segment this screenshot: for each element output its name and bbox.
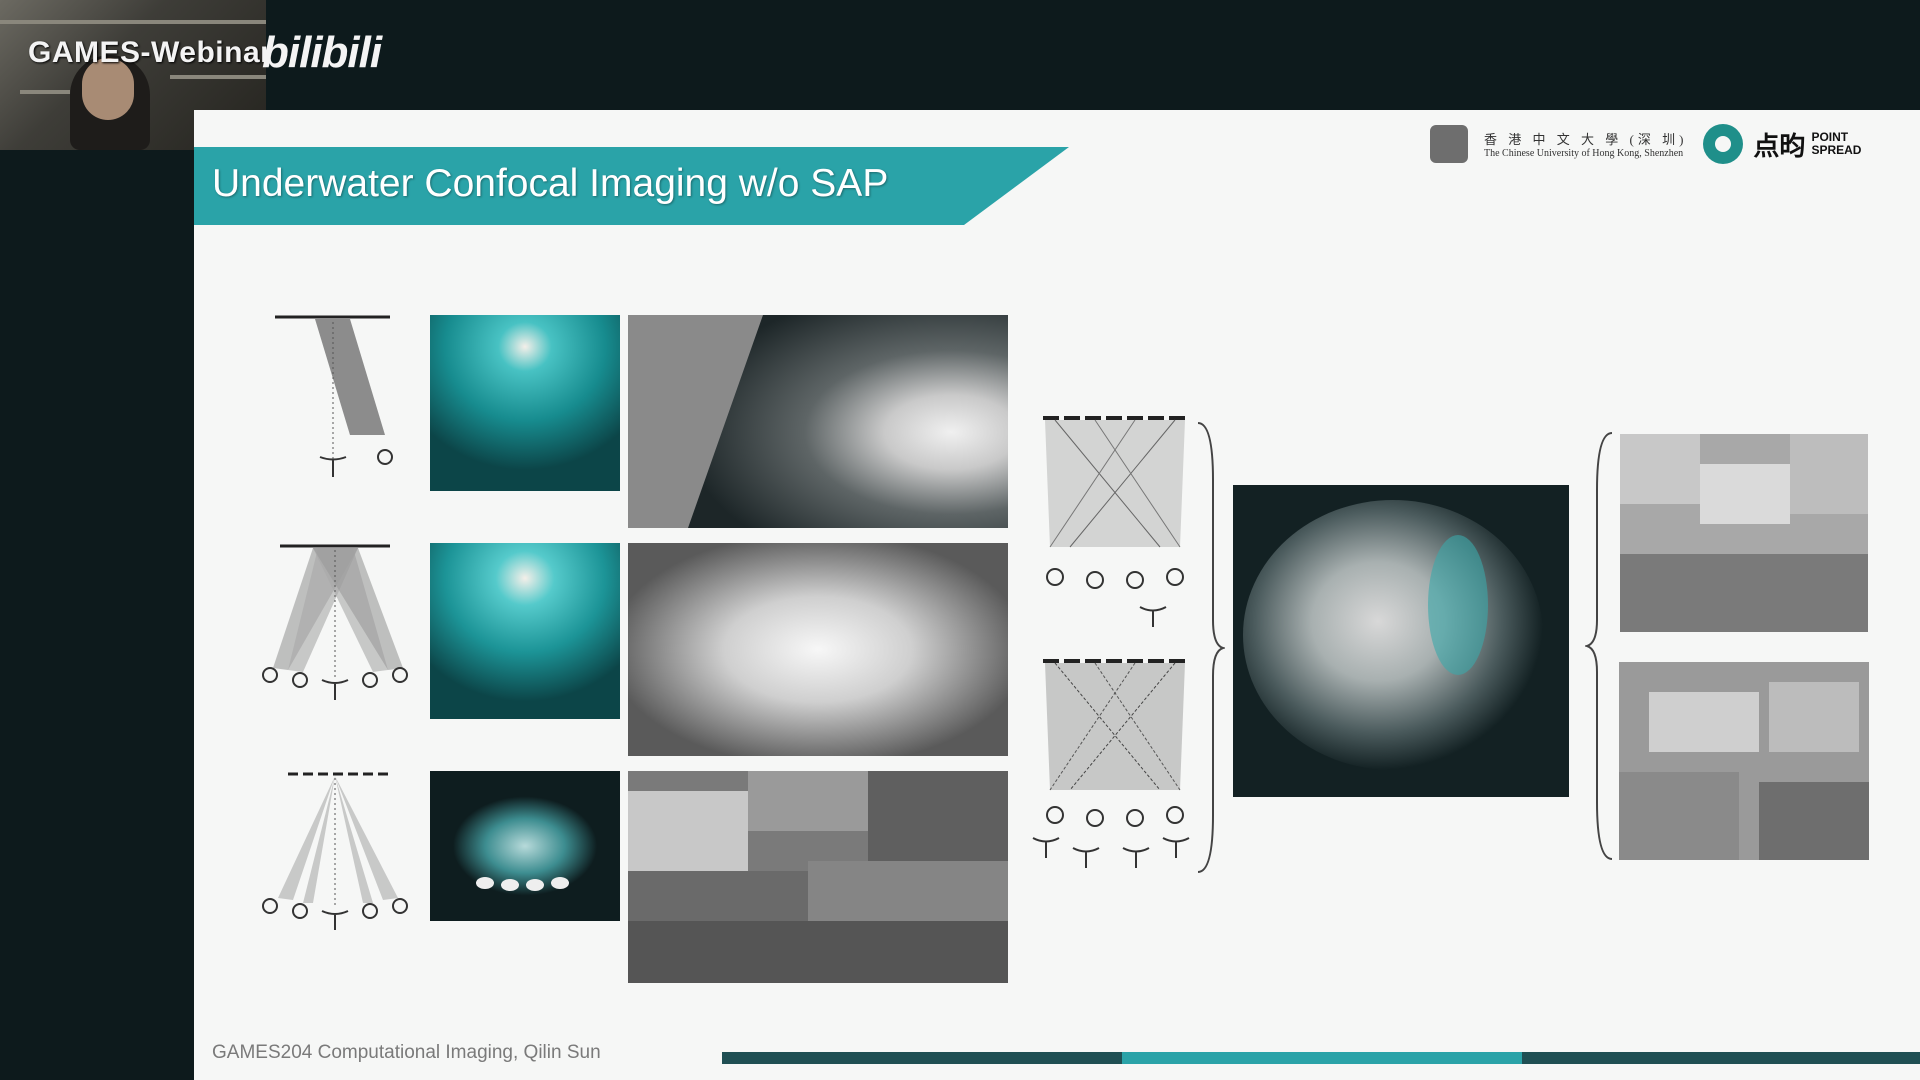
logo-group: 香 港 中 文 大 學 (深 圳) The Chinese University… xyxy=(1430,122,1861,166)
diagram-confocal xyxy=(262,772,408,930)
footer-bar-1 xyxy=(722,1052,1122,1064)
diagram-single-view xyxy=(275,315,393,477)
image-teal-single xyxy=(430,315,620,491)
slide-footer: GAMES204 Computational Imaging, Qilin Su… xyxy=(212,1042,601,1063)
webcam-feed xyxy=(0,0,266,150)
cuhk-name-cn: 香 港 中 文 大 學 (深 圳) xyxy=(1484,132,1688,147)
image-output-top xyxy=(1620,434,1868,632)
image-result-confocal xyxy=(628,771,1008,983)
video-left-bar xyxy=(0,110,194,1080)
brace-right xyxy=(1585,432,1613,860)
diagram-multi-view xyxy=(262,544,408,700)
pointspread-word-1: POINT xyxy=(1811,130,1849,144)
pointspread-name-cn: 点昀 xyxy=(1753,130,1806,161)
bilibili-logo: bilibili xyxy=(262,28,382,77)
diagram-array-top xyxy=(1043,416,1185,627)
image-teal-confocal xyxy=(430,771,620,921)
slide-title: Underwater Confocal Imaging w/o SAP xyxy=(212,162,889,205)
image-result-single xyxy=(628,315,1008,528)
cuhk-logo: 香 港 中 文 大 學 (深 圳) The Chinese University… xyxy=(1484,129,1687,159)
cuhk-name-en: The Chinese University of Hong Kong, She… xyxy=(1484,148,1684,159)
image-teal-multi xyxy=(430,543,620,719)
footer-bar-2 xyxy=(1122,1052,1522,1064)
webinar-brand: GAMES-Webinar xyxy=(28,36,273,69)
cuhk-crest-icon xyxy=(1430,125,1468,163)
title-banner xyxy=(194,147,1069,225)
image-result-multi xyxy=(628,543,1008,756)
image-output-bottom xyxy=(1619,662,1869,860)
video-top-bar xyxy=(0,0,1920,110)
brace-left xyxy=(1197,422,1225,873)
pointspread-word-2: SPREAD xyxy=(1811,143,1862,157)
pointspread-icon xyxy=(1703,124,1744,164)
pointspread-name-en: POINT SPREAD xyxy=(1811,131,1861,157)
image-reconstruction-teal xyxy=(1233,485,1569,797)
footer-bar-3 xyxy=(1522,1052,1920,1064)
diagram-array-bottom xyxy=(1032,659,1190,868)
